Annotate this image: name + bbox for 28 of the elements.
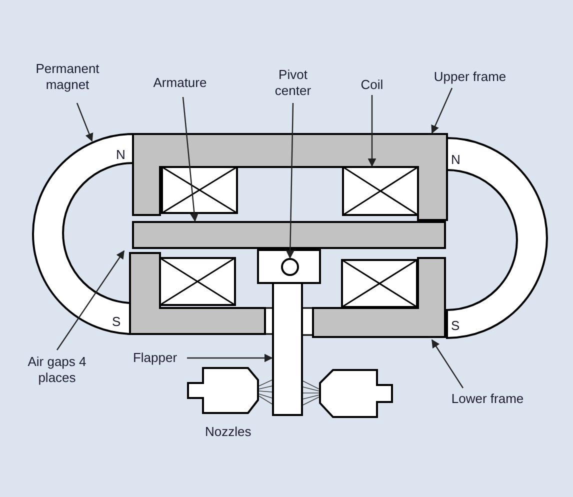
part-label: Flapper <box>125 350 185 366</box>
leader-line <box>187 354 273 362</box>
pole-label: S <box>451 318 460 334</box>
leader-line <box>432 339 464 388</box>
part-label: Permanent magnet <box>20 61 115 93</box>
upper-frame <box>132 133 448 221</box>
leader-line <box>76 102 94 142</box>
part-label: Lower frame <box>440 391 535 407</box>
lower-frame <box>129 252 446 338</box>
pole-label: S <box>112 314 121 330</box>
leader-line <box>182 96 198 222</box>
part-label: Pivot center <box>262 67 324 99</box>
permanent-magnet <box>446 137 548 339</box>
part-label: Upper frame <box>420 69 520 85</box>
pole-label: N <box>116 147 126 163</box>
leader-line <box>56 250 124 350</box>
part-label: Air gaps 4 places <box>18 354 96 386</box>
permanent-magnet <box>32 133 134 335</box>
flapper-bar <box>272 282 303 416</box>
coil-symbol <box>342 166 419 216</box>
pole-label: N <box>451 152 460 168</box>
part-label: Nozzles <box>205 424 252 440</box>
leader-line <box>368 95 376 167</box>
leader-line <box>286 102 294 259</box>
leader-line <box>431 88 453 134</box>
armature-bar <box>132 221 446 249</box>
part-label: Armature <box>140 75 220 91</box>
part-label: Coil <box>350 77 394 93</box>
